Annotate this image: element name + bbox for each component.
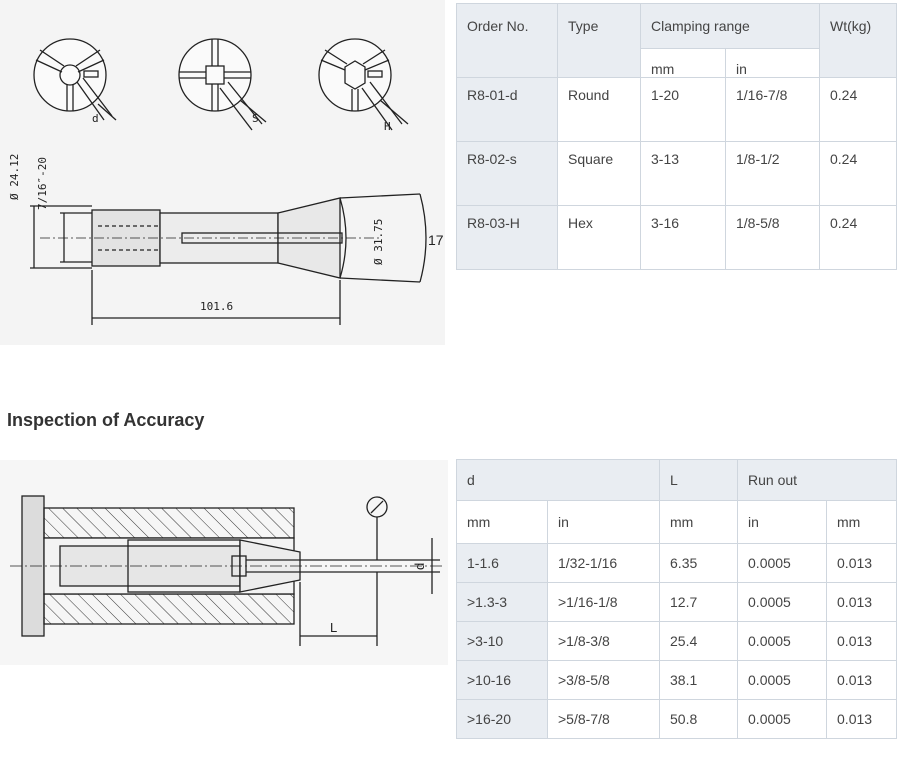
header-clamping-range: Clamping range [640, 3, 820, 49]
collet-side-view [30, 193, 427, 325]
runout-mm-cell: 0.013 [826, 582, 898, 622]
dim-label-dia2: Ø 31.75 [372, 219, 385, 265]
square-collet-end-view [178, 38, 267, 131]
d-mm-cell: >16-20 [456, 699, 548, 739]
accuracy-table: d L Run out mm in mm in mm 1-1.6 1/32-1/… [455, 459, 898, 739]
header-l: L [659, 459, 739, 501]
table-row: R8-02-s Square 3-13 1/8-1/2 0.24 [456, 141, 897, 206]
header-weight: Wt(kg) [819, 3, 897, 78]
runout-mm-cell: 0.013 [826, 621, 898, 661]
l-cell: 38.1 [659, 660, 739, 700]
dim-label-s: S [252, 112, 259, 125]
d-mm-cell: 1-1.6 [456, 543, 548, 583]
order-no-cell: R8-02-s [456, 141, 558, 206]
hex-collet-end-view [318, 38, 409, 131]
order-table-header-row: Order No. Type Clamping range Wt(kg) [456, 3, 897, 78]
dim-label-l: L [330, 620, 337, 635]
runout-in-cell: 0.0005 [737, 582, 828, 622]
dim-label-thread: 7/16″-20 [36, 157, 49, 210]
in-cell: 1/8-5/8 [725, 205, 820, 270]
collet-drawing-svg: d S H Ø 24.12 7/16″-20 Ø 31.75 101.6 17 [8, 38, 444, 325]
dim-label-angle: 17 [428, 232, 444, 248]
type-cell: Square [557, 141, 641, 206]
accuracy-subheader-row: mm in mm in mm [456, 500, 898, 544]
dim-label-length: 101.6 [200, 300, 233, 313]
runout-in-cell: 0.0005 [737, 543, 828, 583]
header-runout-mm: mm [826, 500, 898, 544]
d-mm-cell: >3-10 [456, 621, 548, 661]
header-d-mm: mm [456, 500, 548, 544]
runout-in-cell: 0.0005 [737, 621, 828, 661]
header-d-in: in [546, 500, 661, 544]
mm-cell: 3-16 [640, 205, 726, 270]
header-runout-in: in [737, 500, 828, 544]
section-title: Inspection of Accuracy [7, 410, 205, 430]
header-run-out: Run out [737, 459, 898, 501]
mm-cell: 1-20 [640, 77, 726, 142]
order-table: Order No. Type Clamping range Wt(kg) mm … [456, 3, 897, 270]
d-mm-cell: >1.3-3 [456, 582, 548, 622]
d-in-cell: >5/8-7/8 [546, 699, 661, 739]
order-no-cell: R8-03-H [456, 205, 558, 270]
dim-label-d-bottom: d [412, 563, 427, 570]
type-cell: Hex [557, 205, 641, 270]
d-mm-cell: >10-16 [456, 660, 548, 700]
dim-label-d: d [92, 112, 99, 125]
weight-cell: 0.24 [819, 205, 897, 270]
weight-cell: 0.24 [819, 141, 897, 206]
mm-cell: 3-13 [640, 141, 726, 206]
table-row: >1.3-3 >1/16-1/8 12.7 0.0005 0.013 [456, 582, 898, 622]
table-row: 1-1.6 1/32-1/16 6.35 0.0005 0.013 [456, 543, 898, 583]
header-type: Type [557, 3, 641, 78]
d-in-cell: >1/8-3/8 [546, 621, 661, 661]
d-in-cell: >3/8-5/8 [546, 660, 661, 700]
round-collet-end-view [33, 38, 117, 121]
table-row: R8-03-H Hex 3-16 1/8-5/8 0.24 [456, 205, 897, 270]
runout-mm-cell: 0.013 [826, 699, 898, 739]
inspection-drawing-svg: L d [10, 495, 445, 646]
runout-in-cell: 0.0005 [737, 660, 828, 700]
d-in-cell: >1/16-1/8 [546, 582, 661, 622]
dimension-labels: d S H Ø 24.12 7/16″-20 Ø 31.75 101.6 17 [8, 112, 444, 313]
l-cell: 6.35 [659, 543, 739, 583]
l-cell: 50.8 [659, 699, 739, 739]
order-table-subheader-row: mm in [457, 48, 897, 78]
weight-cell: 0.24 [819, 77, 897, 142]
runout-mm-cell: 0.013 [826, 660, 898, 700]
in-cell: 1/16-7/8 [725, 77, 820, 142]
header-mm: mm [640, 48, 726, 78]
header-order-no: Order No. [456, 3, 558, 78]
runout-in-cell: 0.0005 [737, 699, 828, 739]
order-no-cell: R8-01-d [456, 77, 558, 142]
table-row: >3-10 >1/8-3/8 25.4 0.0005 0.013 [456, 621, 898, 661]
l-cell: 12.7 [659, 582, 739, 622]
dim-label-dia1: Ø 24.12 [8, 154, 21, 200]
runout-mm-cell: 0.013 [826, 543, 898, 583]
header-l-mm: mm [659, 500, 739, 544]
table-row: >10-16 >3/8-5/8 38.1 0.0005 0.013 [456, 660, 898, 700]
dial-indicator-icon [366, 496, 388, 560]
header-d: d [455, 459, 661, 501]
accuracy-header-row: d L Run out [455, 459, 898, 501]
l-cell: 25.4 [659, 621, 739, 661]
type-cell: Round [557, 77, 641, 142]
table-row: >16-20 >5/8-7/8 50.8 0.0005 0.013 [456, 699, 898, 739]
d-in-cell: 1/32-1/16 [546, 543, 661, 583]
accuracy-inspection-drawing: L d [0, 460, 448, 665]
collet-dimension-drawing: d S H Ø 24.12 7/16″-20 Ø 31.75 101.6 17 [0, 0, 445, 345]
header-in: in [725, 48, 820, 78]
in-cell: 1/8-1/2 [725, 141, 820, 206]
table-row: R8-01-d Round 1-20 1/16-7/8 0.24 [456, 77, 897, 142]
dim-label-h: H [384, 120, 391, 133]
spindle-section [10, 495, 445, 637]
